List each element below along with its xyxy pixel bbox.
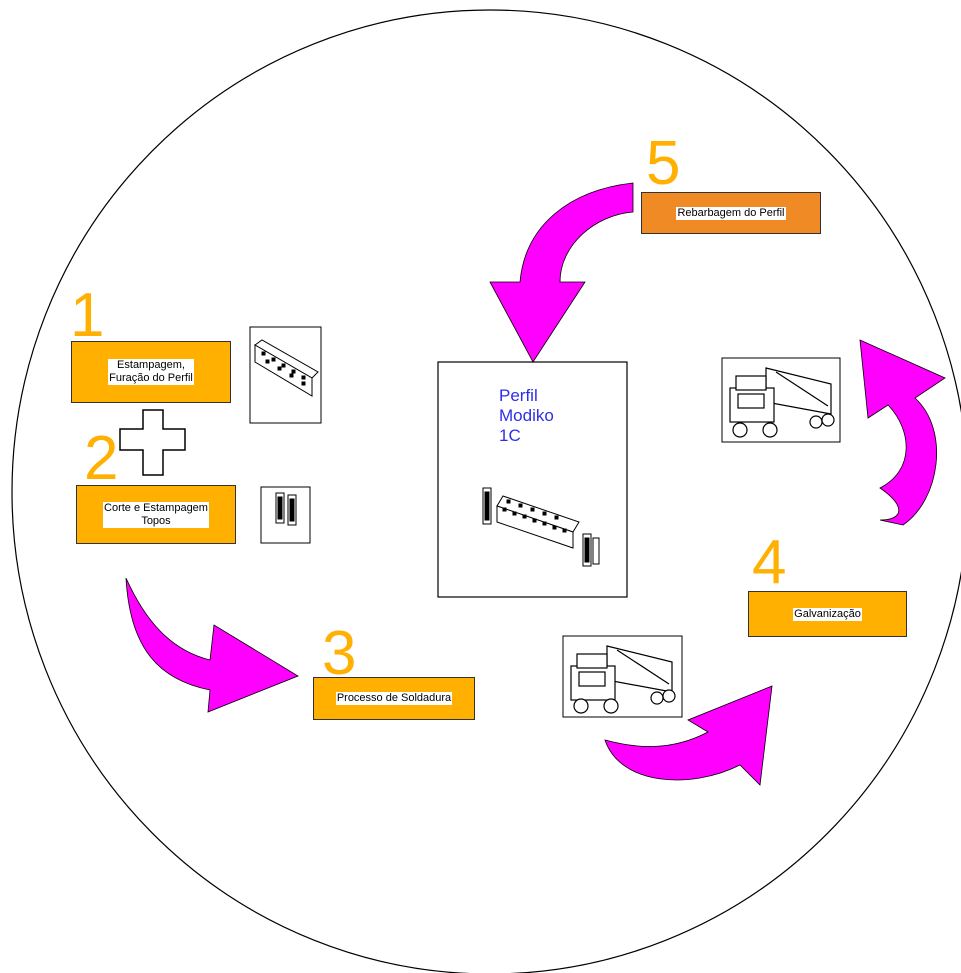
step-label-3-text: Processo de Soldadura <box>335 692 453 705</box>
step-label-5-text: Rebarbagem do Perfil <box>676 206 786 220</box>
step-label-4-text: Galvanização <box>793 607 862 621</box>
curved-arrow-icon <box>489 182 634 363</box>
step-label-5: Rebarbagem do Perfil <box>641 192 821 234</box>
step-label-2: Corte e Estampagem Topos <box>76 485 236 544</box>
step-label-4: Galvanização <box>748 591 907 637</box>
center-product-title: Perfil Modiko 1C <box>499 386 554 445</box>
end-caps-icon <box>275 492 297 526</box>
curved-arrow-icon <box>604 685 773 786</box>
step-number-5: 5 <box>646 129 681 198</box>
step-label-1-text: Estampagem, Furação do Perfil <box>108 359 194 385</box>
truck-icon <box>570 645 676 714</box>
step-label-2-text: Corte e Estampagem Topos <box>103 501 209 528</box>
curved-arrow-icon <box>125 577 299 713</box>
end-caps-image-box <box>260 486 311 544</box>
perforated-profile-icon <box>254 339 319 397</box>
step-number-4: 4 <box>752 528 787 597</box>
step-label-1: Estampagem, Furação do Perfil <box>71 341 231 403</box>
profile-assembly-icon <box>482 487 600 567</box>
step-label-3: Processo de Soldadura <box>313 677 475 720</box>
truck-icon <box>729 367 835 438</box>
step-number-2: 2 <box>84 424 119 493</box>
step-number-1: 1 <box>70 281 105 350</box>
plus-icon <box>119 409 186 476</box>
step-number-3: 3 <box>322 619 357 688</box>
curved-arrow-icon <box>859 339 946 526</box>
